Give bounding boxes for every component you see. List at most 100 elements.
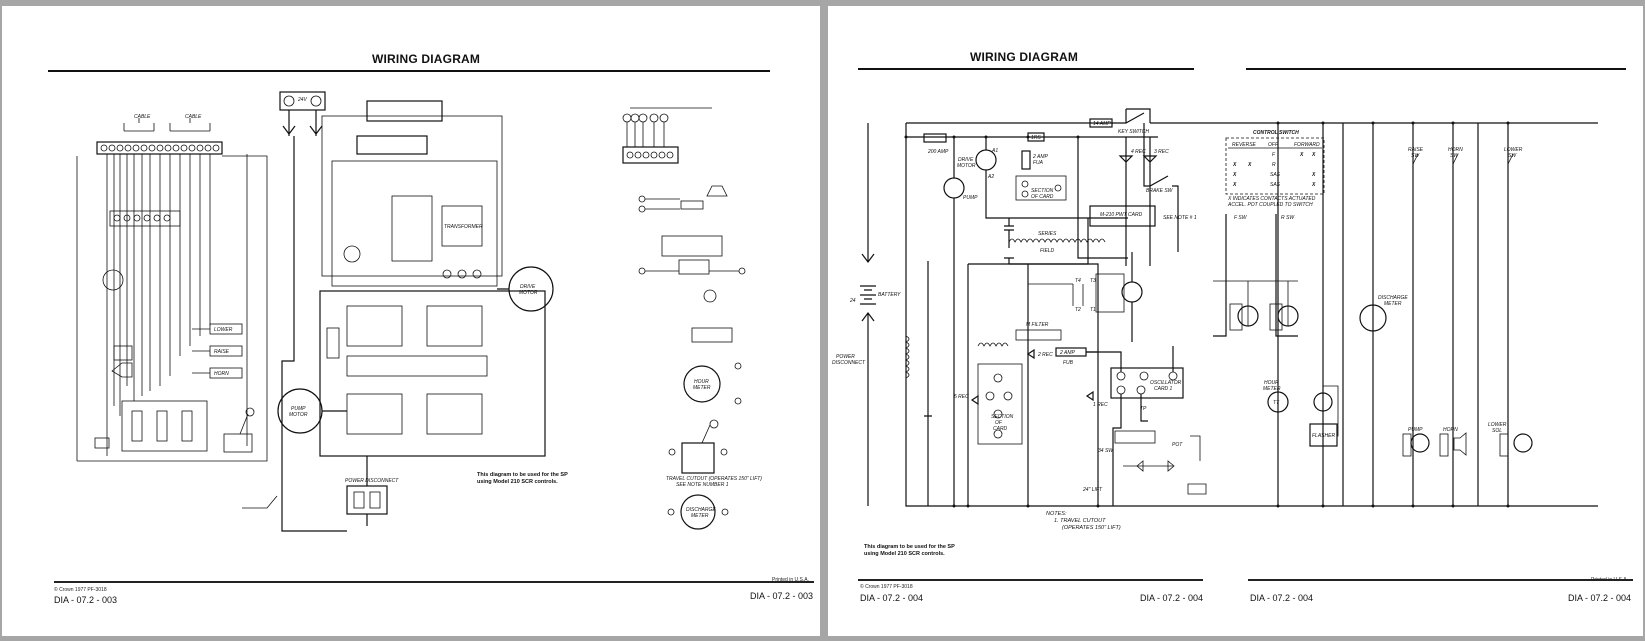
svg-text:OF: OF xyxy=(995,420,1003,426)
svg-text:DISCHARGE: DISCHARGE xyxy=(686,507,716,513)
svg-text:SECTION: SECTION xyxy=(991,414,1014,420)
svg-text:2 AMP: 2 AMP xyxy=(1032,154,1048,160)
footer-rule-left xyxy=(858,579,1203,581)
usage-note: This diagram to be used for the SP using… xyxy=(477,472,568,485)
svg-text:CARD 1: CARD 1 xyxy=(1154,386,1173,392)
svg-text:RAISE: RAISE xyxy=(1408,147,1424,153)
svg-text:M FILTER: M FILTER xyxy=(1026,322,1049,328)
svg-text:F: F xyxy=(1272,152,1276,158)
document-number-mid-right: DIA - 07.2 - 004 xyxy=(1250,593,1314,603)
copyright: © Crown 1977 PF-3018 xyxy=(54,587,107,593)
svg-text:TRANSFORMER: TRANSFORMER xyxy=(444,224,483,230)
horn: HORN xyxy=(1439,427,1467,457)
svg-text:CARD: CARD xyxy=(993,426,1008,432)
svg-text:FUA: FUA xyxy=(1033,160,1044,166)
svg-text:REVERSE: REVERSE xyxy=(1232,142,1257,148)
svg-text:24V: 24V xyxy=(297,97,308,103)
svg-text:TT: TT xyxy=(1273,400,1280,406)
svg-text:MOTOR: MOTOR xyxy=(289,412,308,418)
svg-text:24: 24 xyxy=(849,298,856,304)
document-number-right: DIA - 07.2 - 004 xyxy=(1568,593,1632,603)
svg-text:SAS: SAS xyxy=(1270,182,1281,188)
document-number-right: DIA - 07.2 - 003 xyxy=(750,591,814,601)
svg-text:HORN: HORN xyxy=(214,371,229,377)
page-title: WIRING DIAGRAM xyxy=(970,50,1079,64)
svg-text:X INDICATES CONTACTS ACTUATED: X INDICATES CONTACTS ACTUATED xyxy=(1227,196,1316,202)
svg-text:FLASHER: FLASHER xyxy=(1312,433,1335,439)
svg-text:SW: SW xyxy=(1508,153,1517,159)
svg-text:200 AMP: 200 AMP xyxy=(927,149,949,155)
svg-text:POWER DISCONNECT: POWER DISCONNECT xyxy=(345,478,399,484)
svg-text:F SW: F SW xyxy=(1234,215,1248,221)
header-rule-left xyxy=(858,68,1194,70)
fuse-200-amp: 200 AMP xyxy=(923,133,949,155)
svg-text:X: X xyxy=(1232,162,1237,168)
svg-text:3 REC: 3 REC xyxy=(1154,149,1169,155)
svg-text:SEE NOTE NUMBER 1: SEE NOTE NUMBER 1 xyxy=(676,482,729,488)
series-field: SERIES FIELD xyxy=(1004,218,1106,264)
svg-text:DRIVE: DRIVE xyxy=(958,157,974,163)
svg-text:A2: A2 xyxy=(987,174,994,180)
svg-text:SW: SW xyxy=(1411,153,1420,159)
svg-text:TRAVEL CUTOUT (OPERATES 150" L: TRAVEL CUTOUT (OPERATES 150" LIFT) xyxy=(666,476,762,482)
svg-text:X: X xyxy=(1311,152,1316,158)
footer-rule xyxy=(54,581,814,583)
svg-text:1 REC: 1 REC xyxy=(1093,402,1108,408)
power-disconnect-symbol: POWER DISCONNECT xyxy=(345,456,399,526)
svg-text:BATTERY: BATTERY xyxy=(878,292,901,298)
svg-text:SOL: SOL xyxy=(1492,428,1502,434)
svg-text:MOTOR: MOTOR xyxy=(519,290,538,296)
header-rule xyxy=(48,70,770,72)
svg-text:R: R xyxy=(1272,162,1276,168)
pump-contactor: PUMP xyxy=(1402,427,1430,457)
svg-text:BRAKE SW: BRAKE SW xyxy=(1146,188,1174,194)
svg-text:HORN: HORN xyxy=(1448,147,1463,153)
svg-text:PUMP: PUMP xyxy=(1408,427,1423,433)
cable-label: CABLE xyxy=(134,114,151,120)
printed-in: Printed in U.S.A. xyxy=(772,577,809,583)
svg-text:TP: TP xyxy=(1140,406,1147,412)
svg-text:OSCILLATOR: OSCILLATOR xyxy=(1150,380,1182,386)
page-title: WIRING DIAGRAM xyxy=(372,52,481,66)
svg-text:SAS: SAS xyxy=(1270,172,1281,178)
pump-motor: PUMP xyxy=(943,137,978,506)
connector-strip-right xyxy=(622,107,746,343)
svg-text:SEE NOTE # 1: SEE NOTE # 1 xyxy=(1163,215,1197,221)
svg-text:PUMP: PUMP xyxy=(291,406,306,412)
svg-text:OFF: OFF xyxy=(1268,142,1279,148)
svg-text:HOUR: HOUR xyxy=(694,379,709,385)
svg-text:CABLE: CABLE xyxy=(185,114,202,120)
header-rule-right xyxy=(1246,68,1626,70)
usage-note: This diagram to be used for the SP using… xyxy=(864,544,955,557)
battery-symbol: 24V xyxy=(279,91,347,532)
svg-text:T4: T4 xyxy=(1075,278,1081,284)
wiring-diagram-page-003: WIRING DIAGRAM CABLE CABLE xyxy=(2,6,820,636)
svg-text:1RS: 1RS xyxy=(1031,135,1041,141)
svg-text:T1: T1 xyxy=(1090,307,1096,313)
svg-text:X: X xyxy=(1232,172,1237,178)
document-number-left: DIA - 07.2 - 003 xyxy=(54,595,118,605)
svg-text:ACCEL. POT COUPLED TO SWITCH: ACCEL. POT COUPLED TO SWITCH xyxy=(1227,202,1313,208)
copyright: © Crown 1977 PF-3018 xyxy=(860,584,913,590)
svg-text:X: X xyxy=(1232,182,1237,188)
svg-text:METER: METER xyxy=(691,513,709,519)
svg-text:5 REC: 5 REC xyxy=(954,394,969,400)
footer-rule-right xyxy=(1248,579,1633,581)
cable-connector: CABLE CABLE xyxy=(96,114,223,155)
svg-text:34 SW: 34 SW xyxy=(1098,448,1114,454)
svg-text:24" LIFT: 24" LIFT xyxy=(1082,487,1103,493)
svg-text:HORN: HORN xyxy=(1443,427,1458,433)
svg-text:4 REC: 4 REC xyxy=(1131,149,1146,155)
wiring-diagram-pictorial: CABLE CABLE LOWER RAISE HORN xyxy=(76,91,762,532)
svg-text:SW: SW xyxy=(1450,153,1459,159)
svg-text:FIELD: FIELD xyxy=(1040,248,1055,254)
